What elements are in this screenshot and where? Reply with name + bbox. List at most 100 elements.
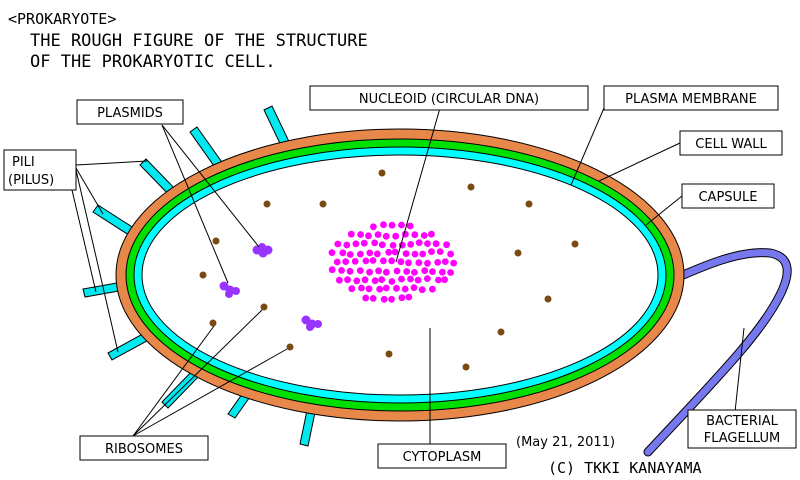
nucleoid-dot xyxy=(393,267,401,275)
ribosome xyxy=(525,200,533,208)
nucleoid-dot xyxy=(432,240,440,248)
label-ribosomes-text: RIBOSOMES xyxy=(105,442,183,457)
nucleoid-dot xyxy=(362,257,370,265)
nucleoid-dot xyxy=(420,232,428,239)
nucleoid-dot xyxy=(369,295,377,302)
nucleoid-dot xyxy=(334,240,342,248)
nucleoid-dot xyxy=(382,232,390,240)
nucleoid-dot xyxy=(411,231,419,239)
nucleoid-dot xyxy=(388,257,396,265)
label-flagellum: BACTERIAL FLAGELLUM xyxy=(687,409,797,449)
nucleoid-dot xyxy=(429,285,436,293)
label-flagellum-text-2: FLAGELLUM xyxy=(704,431,781,446)
nucleoid-dot xyxy=(346,251,354,258)
label-cell-wall: CELL WALL xyxy=(679,130,783,156)
nucleoid-dot xyxy=(424,240,431,248)
label-ribosomes: RIBOSOMES xyxy=(79,435,209,461)
nucleoid-dot xyxy=(374,250,381,258)
nucleoid-dot xyxy=(380,221,387,229)
nucleoid-dot xyxy=(450,259,458,267)
nucleoid-dot xyxy=(357,231,364,238)
nucleoid-dot xyxy=(378,276,386,283)
nucleoid-dot xyxy=(380,257,387,265)
label-pili-text-2: (PILUS) xyxy=(8,173,54,188)
nucleoid-dot xyxy=(441,258,449,265)
ribosome xyxy=(385,350,393,358)
nucleoid-dot xyxy=(348,285,356,293)
nucleoid-dot xyxy=(407,241,415,248)
nucleoid-dot xyxy=(428,248,435,256)
cytoplasm xyxy=(141,154,659,396)
nucleoid-dot xyxy=(347,230,355,238)
label-capsule-text: CAPSULE xyxy=(698,190,757,205)
ribosome xyxy=(544,295,552,303)
nucleoid-dot xyxy=(424,275,431,282)
label-nucleoid: NUCLEOID (CIRCULAR DNA) xyxy=(309,85,589,111)
nucleoid-dot xyxy=(397,258,405,266)
nucleoid-dot xyxy=(407,275,414,283)
nucleoid-dot xyxy=(328,249,336,256)
label-plasma-membrane: PLASMA MEMBRANE xyxy=(603,85,779,111)
nucleoid-dot xyxy=(401,285,409,293)
footer-credit: (C) TKKI KANAYAMA xyxy=(548,459,702,477)
ribosome xyxy=(212,237,220,245)
nucleoid-dot xyxy=(328,266,336,274)
nucleoid-dot xyxy=(366,249,374,257)
ribosome xyxy=(497,328,505,336)
nucleoid-dot xyxy=(378,241,386,249)
ribosome xyxy=(514,249,522,257)
nucleoid-dot xyxy=(411,269,418,276)
nucleoid-dot xyxy=(421,267,429,275)
nucleoid-dot xyxy=(369,257,377,264)
ribosome xyxy=(286,343,294,351)
nucleoid-dot xyxy=(336,276,343,284)
header-line3: OF THE PROKARYOTIC CELL. xyxy=(30,52,276,72)
nucleoid-dot xyxy=(365,285,373,293)
nucleoid-dot xyxy=(346,267,354,275)
nucleoid-dot xyxy=(374,231,382,239)
nucleoid-dot xyxy=(365,232,372,240)
ribosome xyxy=(319,200,327,208)
nucleoid-dot xyxy=(418,286,426,294)
nucleoid-dot xyxy=(398,275,405,283)
nucleoid-dot xyxy=(333,258,341,266)
leader-lines xyxy=(71,107,745,444)
nucleoid-dot xyxy=(371,277,379,285)
nucleoid-dot xyxy=(380,295,388,303)
nucleoid-dot xyxy=(343,241,351,249)
nucleoid-dot xyxy=(403,268,411,275)
ribosome xyxy=(571,240,579,248)
nucleoid-dot xyxy=(414,276,422,284)
label-cytoplasm: CYTOPLASM xyxy=(377,443,507,469)
nucleoid-dot xyxy=(352,240,360,248)
nucleoid-dot xyxy=(338,267,345,274)
ribosome xyxy=(263,200,271,208)
header-line2: THE ROUGH FIGURE OF THE STRUCTURE xyxy=(30,31,368,51)
ribosome xyxy=(209,319,217,327)
nucleoid-dot xyxy=(434,259,442,266)
nucleoid-dot xyxy=(360,239,368,247)
label-cell-wall-text: CELL WALL xyxy=(695,137,767,152)
nucleoid-dot xyxy=(411,250,419,258)
nucleoid-dot xyxy=(344,276,351,284)
nucleoid-dot xyxy=(393,284,400,292)
nucleoid-dot xyxy=(447,269,454,276)
plasmid xyxy=(301,315,322,331)
header-line1: <PROKARYOTE> xyxy=(8,10,116,28)
nucleoid-dot xyxy=(353,277,361,285)
nucleoid-dot xyxy=(406,222,414,230)
nucleoid-dot xyxy=(405,259,412,267)
label-plasmids: PLASMIDS xyxy=(76,99,184,125)
label-cytoplasm-text: CYTOPLASM xyxy=(403,450,482,465)
nucleoid-dot xyxy=(392,232,400,240)
nucleoid-dot xyxy=(424,259,431,267)
nucleoid-dot xyxy=(383,268,390,276)
nucleoid-dot xyxy=(435,276,442,284)
nucleoid-dot xyxy=(429,268,436,275)
nucleoid-dot xyxy=(376,285,384,293)
nucleoid-dot xyxy=(402,250,410,257)
label-plasma-membrane-text: PLASMA MEMBRANE xyxy=(625,92,757,107)
ribosome xyxy=(199,271,207,279)
nucleoid-dot xyxy=(443,241,450,249)
